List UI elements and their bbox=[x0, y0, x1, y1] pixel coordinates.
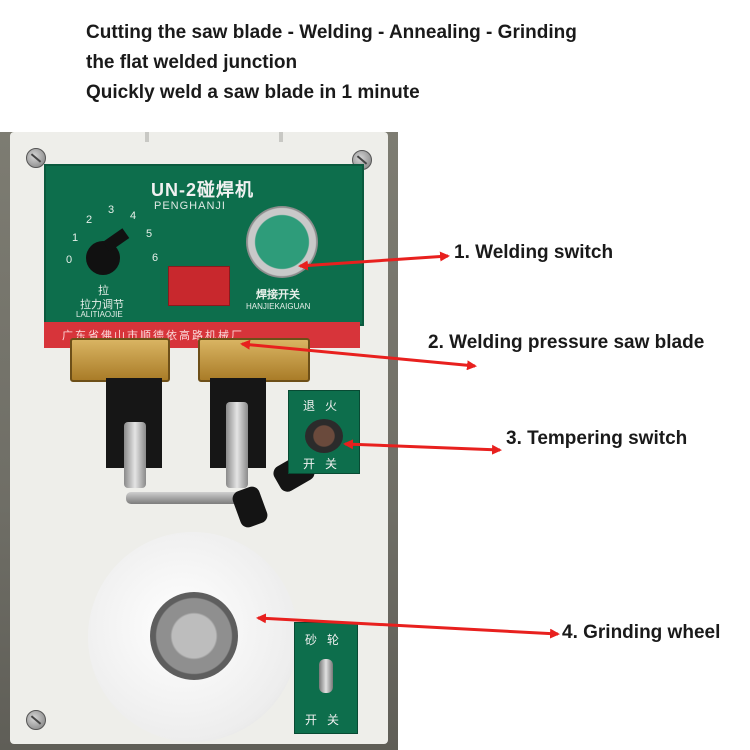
welder-machine: UN-2碰焊机 PENGHANJI 0 1 2 3 4 5 6 拉 拉力调节 L… bbox=[10, 132, 388, 744]
left-clamp[interactable] bbox=[70, 338, 170, 382]
left-rod bbox=[124, 422, 146, 488]
pull-adjust-pinyin: LALITIAOJIE bbox=[76, 310, 123, 319]
dial-number: 5 bbox=[146, 228, 153, 240]
dial-number: 0 bbox=[66, 254, 73, 266]
right-rod bbox=[226, 402, 248, 488]
caption-line-1: Cutting the saw blade - Welding - Anneal… bbox=[86, 22, 577, 43]
screw-icon bbox=[26, 148, 46, 168]
carry-handle bbox=[145, 132, 283, 142]
dial-number: 4 bbox=[130, 210, 137, 222]
right-clamp[interactable] bbox=[198, 338, 310, 382]
anneal-top-label: 退火 bbox=[303, 399, 348, 413]
caption-line-2: the flat welded junction bbox=[86, 52, 298, 73]
brand-logo bbox=[168, 266, 230, 306]
model-pinyin: PENGHANJI bbox=[154, 200, 226, 212]
control-panel: UN-2碰焊机 PENGHANJI 0 1 2 3 4 5 6 拉 拉力调节 L… bbox=[44, 164, 364, 326]
grind-top-label: 砂轮 bbox=[305, 633, 350, 647]
label-tempering-switch: 3. Tempering switch bbox=[506, 428, 688, 449]
caption-line-3: Quickly weld a saw blade in 1 minute bbox=[86, 82, 420, 103]
tempering-switch-button[interactable] bbox=[305, 419, 343, 453]
pull-adjust-label: 拉力调节 bbox=[80, 299, 124, 311]
welding-switch-button[interactable] bbox=[246, 206, 318, 278]
tempering-panel: 退火 开关 bbox=[288, 390, 360, 474]
weld-switch-pinyin: HANJIEKAIGUAN bbox=[246, 302, 311, 311]
label-grinding-wheel: 4. Grinding wheel bbox=[562, 622, 721, 643]
wheel-hub-bolt bbox=[150, 592, 238, 680]
dial-number: 6 bbox=[152, 252, 159, 264]
grinder-panel: 砂轮 开关 bbox=[294, 622, 358, 734]
grind-bottom-label: 开关 bbox=[305, 713, 350, 727]
machine-photo: UN-2碰焊机 PENGHANJI 0 1 2 3 4 5 6 拉 拉力调节 L… bbox=[0, 132, 398, 750]
grinder-toggle-switch[interactable] bbox=[319, 659, 333, 693]
dial-number: 1 bbox=[72, 232, 79, 244]
dial-number: 2 bbox=[86, 214, 93, 226]
dial-number: 3 bbox=[108, 204, 115, 216]
lever-knob[interactable] bbox=[230, 484, 270, 530]
anneal-bottom-label: 开关 bbox=[303, 457, 348, 471]
pull-label: 拉 bbox=[98, 285, 109, 297]
model-title: UN-2碰焊机 bbox=[151, 180, 255, 200]
caption: Cutting the saw blade - Welding - Anneal… bbox=[86, 18, 577, 108]
background bbox=[398, 700, 750, 750]
screw-icon bbox=[26, 710, 46, 730]
label-welding-switch: 1. Welding switch bbox=[454, 242, 614, 263]
pressure-lever[interactable] bbox=[126, 492, 256, 504]
weld-switch-label: 焊接开关 bbox=[256, 289, 300, 301]
label-welding-pressure: 2. Welding pressure saw blade bbox=[428, 332, 705, 353]
